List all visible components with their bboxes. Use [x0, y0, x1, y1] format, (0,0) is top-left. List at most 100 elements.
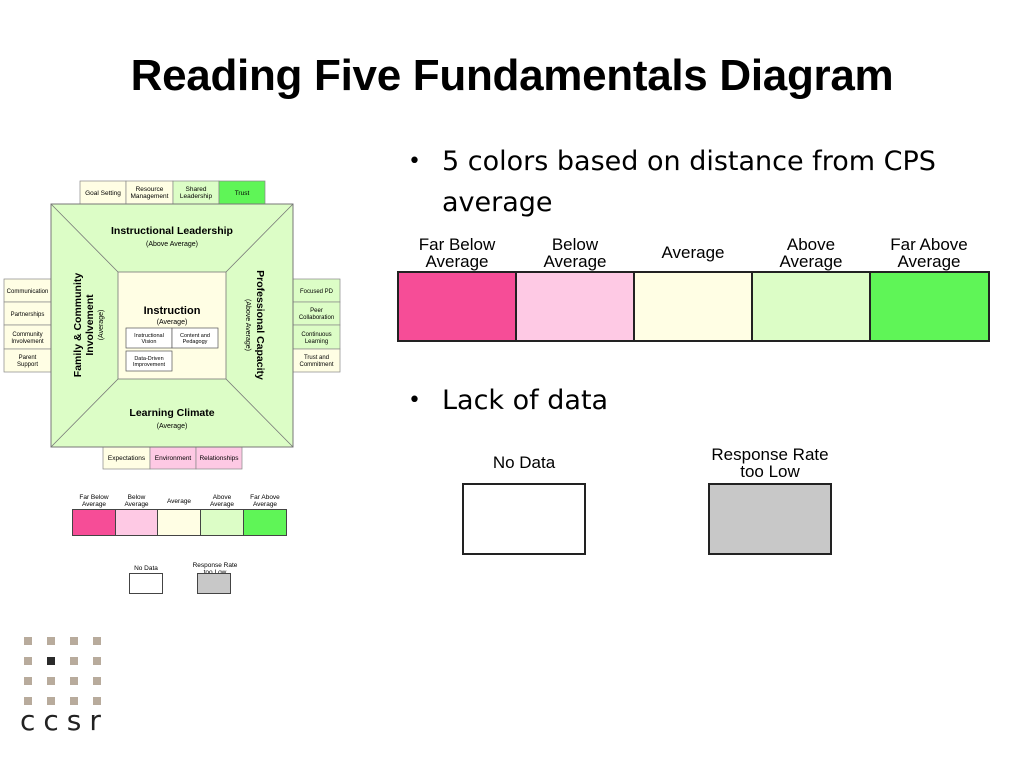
tab-continuous-learning: [292, 324, 341, 350]
right-tabs: Focused PD Peer Collaboration Continuous…: [292, 278, 341, 373]
family-community-rating: (Average): [98, 310, 105, 341]
swatch-above: [751, 271, 871, 342]
logo-square: [24, 657, 32, 665]
swatch-far-below: [397, 271, 517, 342]
swatch-no-data: [462, 483, 586, 555]
left-tabs: Communication Partnerships Community Inv…: [3, 278, 52, 373]
instruction-rating: (Average): [157, 319, 188, 326]
small-swatch-no-data: [129, 573, 163, 594]
tab-community-involvement-label-2: Involvement: [11, 339, 44, 345]
small-legend-above-line1: Above: [212, 494, 232, 501]
logo-square: [93, 637, 101, 645]
logo-square: [24, 637, 32, 645]
tab-resource-management-label-2: Management: [131, 193, 169, 200]
small-swatch-far-below: [72, 509, 116, 536]
box-instructional-vision-label-1: Instructional: [134, 333, 164, 339]
tab-partnerships-label: Partnerships: [11, 312, 45, 318]
logo-square: [47, 697, 55, 705]
page-title: Reading Five Fundamentals Diagram: [130, 51, 894, 100]
tab-parent-support-label-2: Support: [17, 362, 38, 368]
diagonal-lines: [50, 203, 294, 448]
small-swatch-below: [115, 509, 158, 536]
response-rate-line1: Response Rate: [711, 445, 829, 464]
small-legend-above-label: Above Average: [200, 494, 244, 508]
legend-above-line1: Above: [786, 235, 836, 254]
box-content-pedagogy-label-1: Content and: [180, 333, 210, 339]
small-legend-far-above-line2: Average: [252, 501, 278, 508]
legend-far-above-label: Far Above Average: [870, 236, 988, 270]
tab-resource-management-label-1: Resource: [136, 186, 164, 193]
logo-square-dark: [47, 657, 55, 665]
bottom-tabs: Expectations Environment Relationships: [102, 446, 243, 470]
small-legend-far-below-line1: Far Below: [79, 494, 109, 501]
bullet-lack-of-data: • Lack of data: [408, 381, 808, 421]
small-legend-below-line2: Average: [124, 501, 149, 508]
small-swatch-low-rate: [197, 573, 231, 594]
legend-below-line1: Below: [551, 235, 599, 254]
bullet-colors: • 5 colors based on distance from CPS av…: [408, 142, 1008, 222]
logo-square: [93, 697, 101, 705]
legend-above-label: Above Average: [752, 236, 870, 270]
tab-goal-setting-label: Goal Setting: [85, 190, 121, 197]
tab-trust-commitment-label-1: Trust and: [304, 355, 329, 361]
small-legend-above-line2: Average: [209, 501, 235, 508]
tab-environment-label: Environment: [155, 455, 192, 462]
tab-focused-pd-label: Focused PD: [300, 289, 334, 295]
no-data-label: No Data: [492, 453, 556, 472]
small-swatch-far-above: [243, 509, 287, 536]
box-data-driven-label-1: Data-Driven: [134, 356, 163, 362]
logo-text: ccsr: [20, 704, 109, 737]
legend-far-below-line2: Average: [425, 252, 489, 271]
logo-square: [24, 697, 32, 705]
logo-square: [70, 677, 78, 685]
box-data-driven-label-2: Improvement: [133, 362, 166, 368]
legend-far-below-label: Far Below Average: [398, 236, 516, 270]
small-legend-average-label: Average: [166, 498, 192, 505]
box-data-driven-improvement: [125, 350, 173, 372]
family-community-title-2: Involvement: [84, 294, 96, 356]
legend-below-line2: Average: [543, 252, 607, 271]
tab-parent-support-label-1: Parent: [19, 355, 37, 361]
legend-above-line2: Average: [779, 252, 843, 271]
bullet-dot-2: •: [408, 388, 421, 413]
tab-relationships-label: Relationships: [199, 455, 239, 462]
small-swatch-average: [157, 509, 201, 536]
instructional-leadership-rating: (Above Average): [146, 241, 198, 248]
small-legend-far-below-line2: Average: [81, 501, 107, 508]
bullet-lack-text: Lack of data: [442, 385, 609, 416]
logo-square: [47, 637, 55, 645]
box-content-pedagogy-label-2: Pedagogy: [183, 339, 208, 345]
tab-shared-leadership-label-2: Leadership: [180, 193, 213, 200]
five-fundamentals-diagram: Goal Setting Resource Management Shared …: [3, 180, 341, 470]
small-low-rate-line1: Response Rate: [192, 562, 238, 569]
legend-far-above-line1: Far Above: [890, 235, 968, 254]
logo-square: [93, 677, 101, 685]
response-rate-line2: too Low: [740, 462, 800, 481]
logo-square: [47, 677, 55, 685]
tab-expectations-label: Expectations: [108, 455, 146, 462]
box-instructional-vision-label-2: Vision: [142, 339, 157, 345]
tab-communication-label: Communication: [7, 289, 49, 295]
tab-community-involvement-label-1: Community: [12, 332, 42, 338]
small-low-rate-label: Response Rate too Low: [190, 562, 240, 576]
small-low-rate-line2: too Low: [190, 569, 240, 576]
tab-trust-commitment-label-2: Commitment: [299, 362, 333, 368]
logo-square: [93, 657, 101, 665]
bullet-colors-line2: average: [442, 187, 553, 218]
tab-shared-leadership-label-1: Shared: [186, 186, 207, 193]
small-swatch-above: [200, 509, 244, 536]
swatch-below: [515, 271, 635, 342]
legend-average-label: Average: [661, 243, 725, 262]
learning-climate-title: Learning Climate: [129, 407, 214, 419]
family-community-title-1: Family & Community: [72, 273, 84, 378]
small-no-data-label: No Data: [134, 565, 158, 572]
response-rate-label: Response Rate too Low: [700, 446, 840, 480]
small-legend-far-above-label: Far Above Average: [243, 494, 287, 508]
swatch-average: [633, 271, 753, 342]
tab-continuous-learning-label-2: Learning: [305, 339, 328, 345]
tab-trust-label: Trust: [235, 190, 250, 197]
top-tabs: Goal Setting Resource Management Shared …: [79, 180, 266, 205]
tab-peer-collaboration-label-1: Peer: [310, 308, 323, 314]
professional-capacity-rating: (Above Average): [244, 299, 251, 351]
box-content-pedagogy: [171, 327, 219, 349]
